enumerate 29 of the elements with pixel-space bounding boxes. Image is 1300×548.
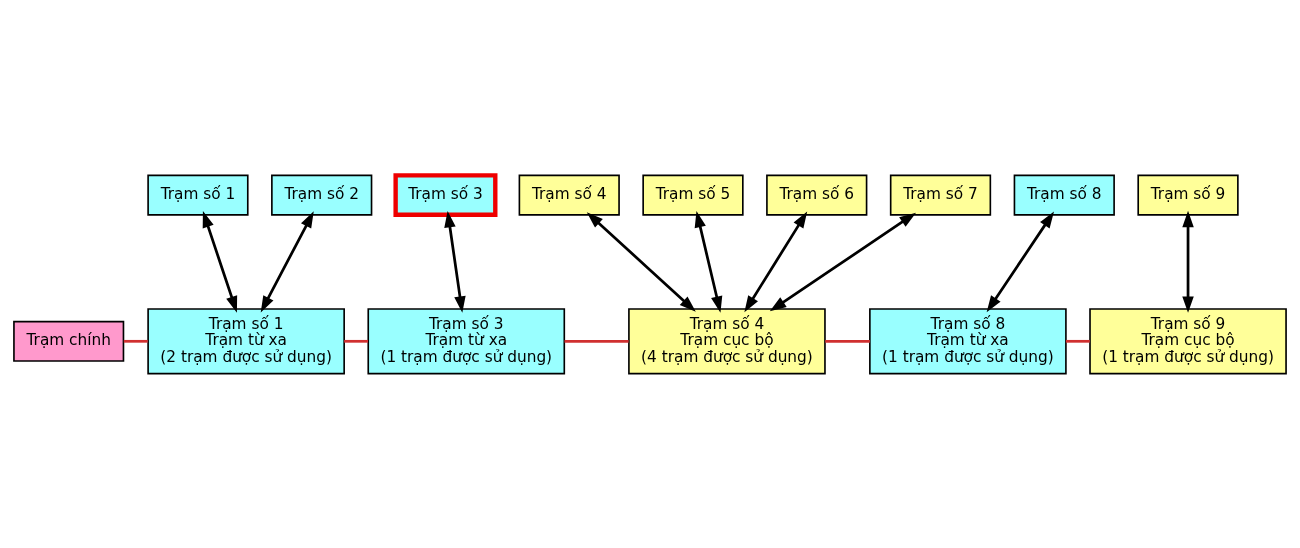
connector	[1065, 339, 1090, 343]
node-box: Trạm số 3 Trạm từ xa (1 trạm được sử dụng)	[367, 307, 566, 374]
arrow	[444, 210, 466, 313]
arrow	[986, 211, 1054, 312]
arrow	[586, 211, 696, 312]
node-box: Trạm số 2	[271, 174, 373, 216]
connector	[123, 339, 148, 343]
node-box: Trạm số 9 Trạm cục bộ (1 trạm được sử dụng)	[1089, 307, 1287, 374]
node-box: Trạm số 8 Trạm từ xa (1 trạm được sử dụng)	[869, 307, 1067, 374]
node-box: Trạm chính	[13, 320, 125, 362]
node-box: Trạm số 6	[766, 174, 868, 216]
connector	[344, 339, 368, 343]
node-box: Trạm số 7	[889, 174, 992, 216]
arrow	[260, 210, 314, 312]
arrow	[1182, 210, 1194, 313]
node-box: Trạm số 8	[1013, 174, 1115, 216]
connector	[825, 339, 870, 343]
node-box: Trạm số 5	[642, 174, 744, 216]
node-box: Trạm số 9	[1137, 174, 1239, 216]
arrow	[202, 210, 238, 313]
node-box: Trạm số 1	[147, 174, 249, 216]
node-box: Trạm số 3	[393, 172, 498, 217]
arrow	[744, 211, 808, 312]
connector	[564, 339, 629, 343]
arrow	[694, 210, 723, 313]
arrow	[769, 212, 917, 311]
node-box: Trạm số 4	[518, 174, 620, 216]
node-box: Trạm số 1 Trạm từ xa (2 trạm được sử dụng)	[147, 307, 345, 374]
node-box: Trạm số 4 Trạm cục bộ (4 trạm được sử dụng)	[628, 307, 826, 374]
